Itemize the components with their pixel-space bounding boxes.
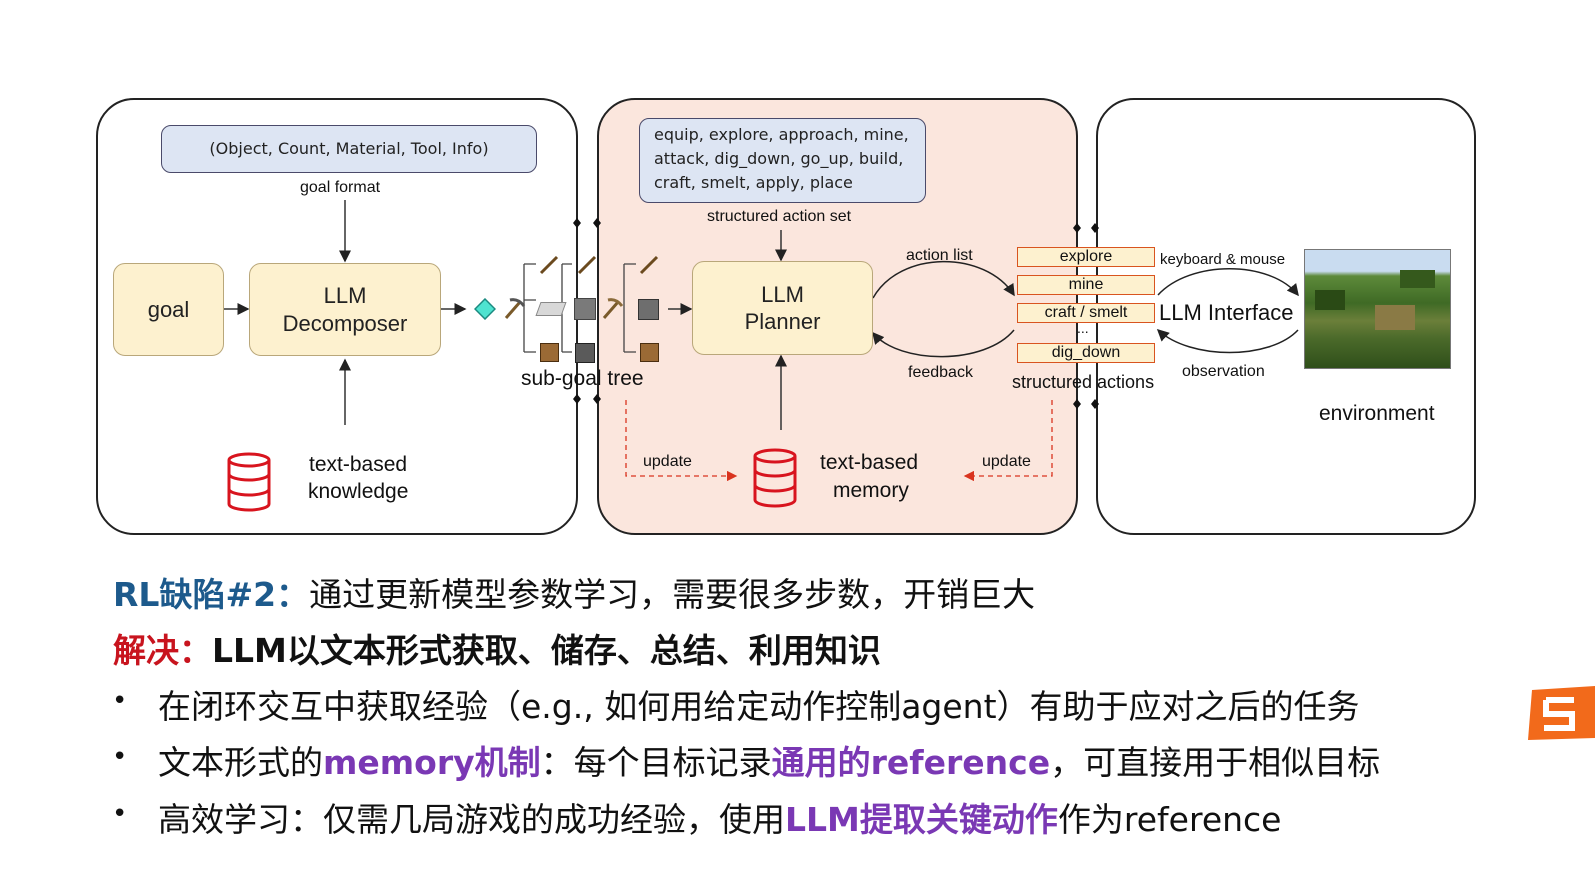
b2-part-c: ：每个目标记录 bbox=[540, 743, 772, 782]
action-item-dig-down: dig_down bbox=[1017, 343, 1155, 363]
bullet-item-2: 文本形式的memory机制：每个目标记录通用的reference，可直接用于相似… bbox=[158, 736, 1380, 784]
update-label: update bbox=[643, 453, 692, 470]
action-set-line1: equip, explore, approach, mine, bbox=[654, 125, 909, 144]
goal-format-box: (Object, Count, Material, Tool, Info) bbox=[161, 125, 537, 173]
logo-icon bbox=[1528, 686, 1595, 740]
crafting-table-icon bbox=[540, 343, 559, 362]
b2-part-e: ，可直接用于相似目标 bbox=[1050, 743, 1381, 782]
stick-icon bbox=[539, 255, 559, 275]
bullet-item-3: 高效学习：仅需几局游戏的成功经验，使用LLM提取关键动作作为reference bbox=[158, 793, 1281, 841]
database-icon bbox=[227, 452, 271, 512]
environment-label: environment bbox=[1319, 402, 1435, 425]
bullet-marker: • bbox=[112, 742, 128, 772]
observation-label: observation bbox=[1182, 363, 1265, 380]
stick-icon bbox=[577, 255, 597, 275]
goal-text: goal bbox=[147, 296, 190, 322]
keyboard-mouse-label: keyboard & mouse bbox=[1160, 251, 1286, 268]
decomposer-line1: LLM bbox=[323, 282, 367, 308]
memory-line2: memory bbox=[833, 479, 909, 502]
action-set-box: equip, explore, approach, mine, attack, … bbox=[639, 118, 926, 203]
stone-block-icon bbox=[638, 299, 659, 320]
rl-drawback-body: 通过更新模型参数学习，需要很多步数，开销巨大 bbox=[309, 575, 1036, 614]
b3-part-b: LLM提取关键动作 bbox=[785, 800, 1058, 839]
b2-part-d: 通用的reference bbox=[771, 743, 1051, 782]
goal-box: goal bbox=[113, 263, 224, 356]
database-icon bbox=[753, 448, 797, 508]
action-item-craft-smelt: craft / smelt bbox=[1017, 303, 1155, 323]
planner-line1: LLM bbox=[761, 282, 804, 307]
action-item-ellipsis: ... bbox=[1077, 320, 1089, 336]
b2-part-a: 文本形式的 bbox=[158, 743, 323, 782]
action-item-explore: explore bbox=[1017, 247, 1155, 267]
diamond-icon bbox=[474, 298, 496, 320]
environment-image bbox=[1304, 249, 1451, 369]
b2-part-b: memory机制 bbox=[323, 743, 541, 782]
b3-part-c: 作为reference bbox=[1057, 800, 1282, 839]
bullet-marker: • bbox=[112, 799, 128, 829]
stone-block-icon bbox=[574, 298, 596, 320]
pickaxe-icon bbox=[602, 298, 624, 319]
decomposer-line2: Decomposer bbox=[282, 310, 408, 336]
line-rl-drawback: RL缺陷#2：通过更新模型参数学习，需要很多步数，开销巨大 bbox=[113, 568, 1035, 616]
subgoal-tree-label: sub-goal tree bbox=[521, 367, 644, 390]
pickaxe-icon bbox=[504, 298, 526, 319]
planner-line2: Planner bbox=[744, 309, 821, 334]
bullet-marker: • bbox=[112, 686, 128, 716]
llm-planner-box: LLM Planner bbox=[692, 261, 873, 355]
crafting-table-icon bbox=[640, 343, 659, 362]
goal-format-text: (Object, Count, Material, Tool, Info) bbox=[209, 139, 489, 158]
furnace-icon bbox=[575, 343, 595, 363]
action-set-line2: attack, dig_down, go_up, build, bbox=[654, 149, 904, 168]
knowledge-line2: knowledge bbox=[308, 480, 409, 503]
structured-actions-label: structured actions bbox=[1012, 372, 1155, 392]
solution-body: LLM以文本形式获取、储存、总结、利用知识 bbox=[212, 631, 881, 670]
goal-format-label: goal format bbox=[300, 179, 381, 196]
iron-ingot-icon bbox=[535, 302, 567, 316]
llm-interface-label: LLM Interface bbox=[1159, 300, 1294, 325]
action-list-label: action list bbox=[906, 247, 973, 264]
b3-part-a: 高效学习：仅需几局游戏的成功经验，使用 bbox=[158, 800, 785, 839]
line-solution: 解决：LLM以文本形式获取、储存、总结、利用知识 bbox=[113, 624, 881, 672]
memory-line1: text-based bbox=[820, 451, 919, 474]
update-label: update bbox=[982, 453, 1031, 470]
llm-decomposer-box: LLM Decomposer bbox=[249, 263, 441, 356]
knowledge-line1: text-based bbox=[309, 453, 408, 476]
rl-drawback-prefix: RL缺陷#2： bbox=[113, 575, 310, 614]
action-set-label: structured action set bbox=[707, 208, 852, 225]
bullet-item-1: 在闭环交互中获取经验（e.g., 如何用给定动作控制agent）有助于应对之后的… bbox=[158, 687, 1360, 726]
solution-prefix: 解决： bbox=[113, 631, 212, 670]
action-item-mine: mine bbox=[1017, 275, 1155, 295]
diagram-connectors bbox=[224, 200, 1299, 482]
action-set-line3: craft, smelt, apply, place bbox=[654, 173, 853, 192]
stick-icon bbox=[639, 255, 659, 275]
feedback-label: feedback bbox=[908, 364, 973, 381]
